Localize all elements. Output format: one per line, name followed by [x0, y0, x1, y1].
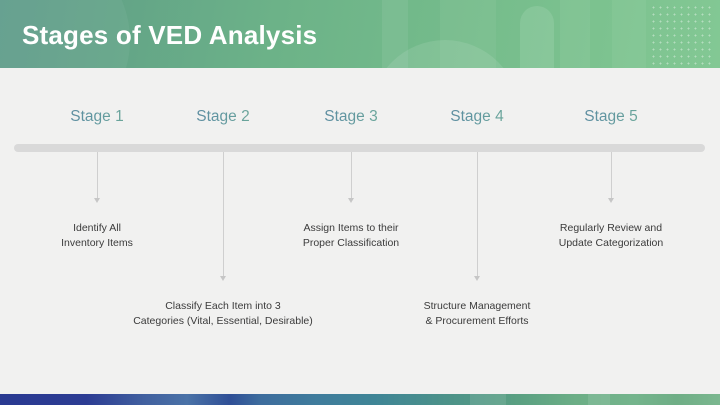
stage-label-4: Stage 4 [407, 104, 547, 130]
stage-caption-4-line-2: & Procurement Efforts [425, 315, 529, 327]
stage-caption-2-line-1: Classify Each Item into 3 [165, 300, 281, 312]
connector-line-2 [223, 152, 224, 276]
stage-caption-3: Assign Items to their Proper Classificat… [221, 221, 481, 251]
stage-caption-2: Classify Each Item into 3 Categories (Vi… [53, 299, 393, 329]
connector-line-1 [97, 152, 98, 198]
header-decor-band-3 [560, 0, 590, 68]
header-decor-band-2 [440, 0, 496, 68]
stage-caption-2-line-2: Categories (Vital, Essential, Desirable) [133, 315, 313, 327]
stage-label-5: Stage 5 [541, 104, 681, 130]
stage-caption-4-line-1: Structure Management [423, 300, 531, 312]
stage-caption-1-line-2: Inventory Items [61, 237, 133, 249]
arrow-down-icon-4 [473, 276, 480, 281]
slide-header: Stages of VED Analysis [0, 0, 720, 68]
stage-caption-3-line-1: Assign Items to their [303, 222, 399, 234]
footer-decor-2 [588, 394, 610, 405]
header-decor-blob-left [0, 0, 130, 68]
arrow-down-icon-1 [93, 198, 100, 203]
stage-label-2: Stage 2 [153, 104, 293, 130]
footer-decor-1 [470, 394, 506, 405]
connector-line-4 [477, 152, 478, 276]
arrow-down-icon-5 [607, 198, 614, 203]
stage-label-3: Stage 3 [281, 104, 421, 130]
header-decor-band-1 [382, 0, 408, 68]
stage-caption-3-line-2: Proper Classification [302, 237, 400, 249]
arrow-down-icon-3 [347, 198, 354, 203]
stage-caption-5: Regularly Review and Update Categorizati… [471, 221, 720, 251]
stage-label-1: Stage 1 [27, 104, 167, 130]
stage-caption-1-line-1: Identify All [73, 222, 121, 234]
stage-caption-5-line-1: Regularly Review and [559, 222, 663, 234]
stage-label-row: Stage 1 Stage 2 Stage 3 Stage 4 Stage 5 [0, 104, 720, 132]
header-decor-band-4 [612, 0, 646, 68]
timeline-bar [14, 144, 705, 152]
stage-caption-4: Structure Management & Procurement Effor… [337, 299, 617, 329]
slide-footer-bar [0, 394, 720, 405]
arrow-down-icon-2 [219, 276, 226, 281]
stage-caption-5-line-2: Update Categorization [558, 237, 664, 249]
stage-caption-1: Identify All Inventory Items [0, 221, 217, 251]
page-title: Stages of VED Analysis [22, 20, 318, 50]
connector-line-5 [611, 152, 612, 198]
header-decor-arch [520, 6, 554, 68]
header-dot-pattern-icon [650, 4, 712, 66]
connector-line-3 [351, 152, 352, 198]
